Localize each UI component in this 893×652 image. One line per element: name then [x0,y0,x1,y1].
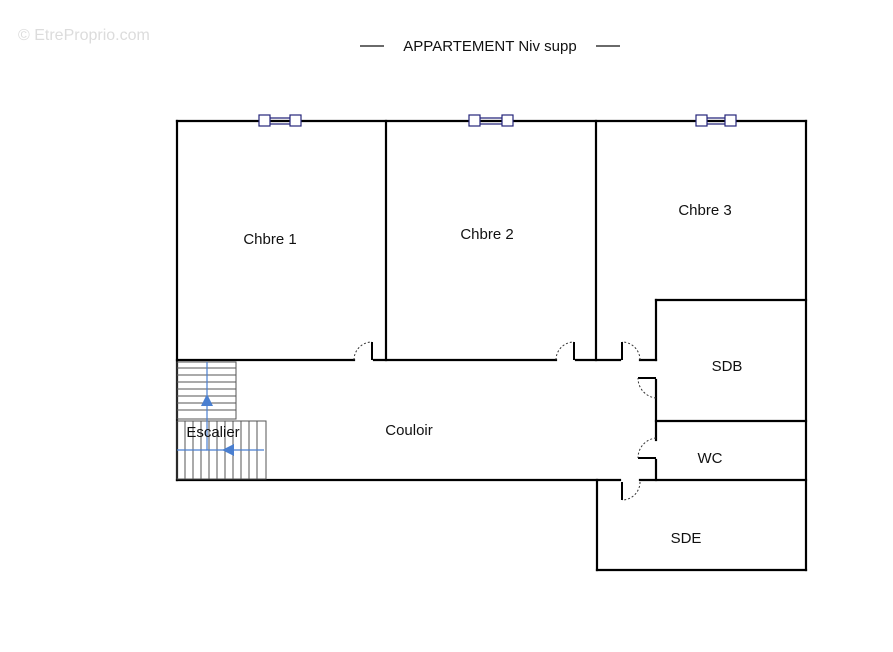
walls [175,119,808,572]
label-wc: WC [698,450,723,467]
label-chbre3: Chbre 3 [678,202,731,219]
label-chbre1: Chbre 1 [243,231,296,248]
door-chbre1 [353,341,373,361]
label-sdb: SDB [712,358,743,375]
stair-arrow-left-icon [222,444,234,456]
title-label: APPARTEMENT Niv supp [403,38,576,55]
label-escalier: Escalier [186,424,239,441]
door-sde [621,481,641,501]
window-chbre3 [695,114,737,127]
label-sde: SDE [671,530,702,547]
doors [353,341,657,501]
door-wc [637,437,657,459]
window-chbre1 [258,114,302,127]
label-couloir: Couloir [385,422,433,439]
window-chbre2 [468,114,514,127]
door-chbre2 [555,341,575,361]
watermark-text: © EtreProprio.com [18,27,150,44]
plan-title: APPARTEMENT Niv supp [360,38,620,55]
stair-arrow-up-icon [201,394,213,406]
door-chbre3 [621,341,641,361]
label-chbre2: Chbre 2 [460,226,513,243]
staircase [176,361,267,480]
room-labels: Chbre 1 Chbre 2 Chbre 3 SDB WC SDE Coulo… [186,202,742,547]
door-sdb [637,377,657,399]
windows [258,114,737,127]
